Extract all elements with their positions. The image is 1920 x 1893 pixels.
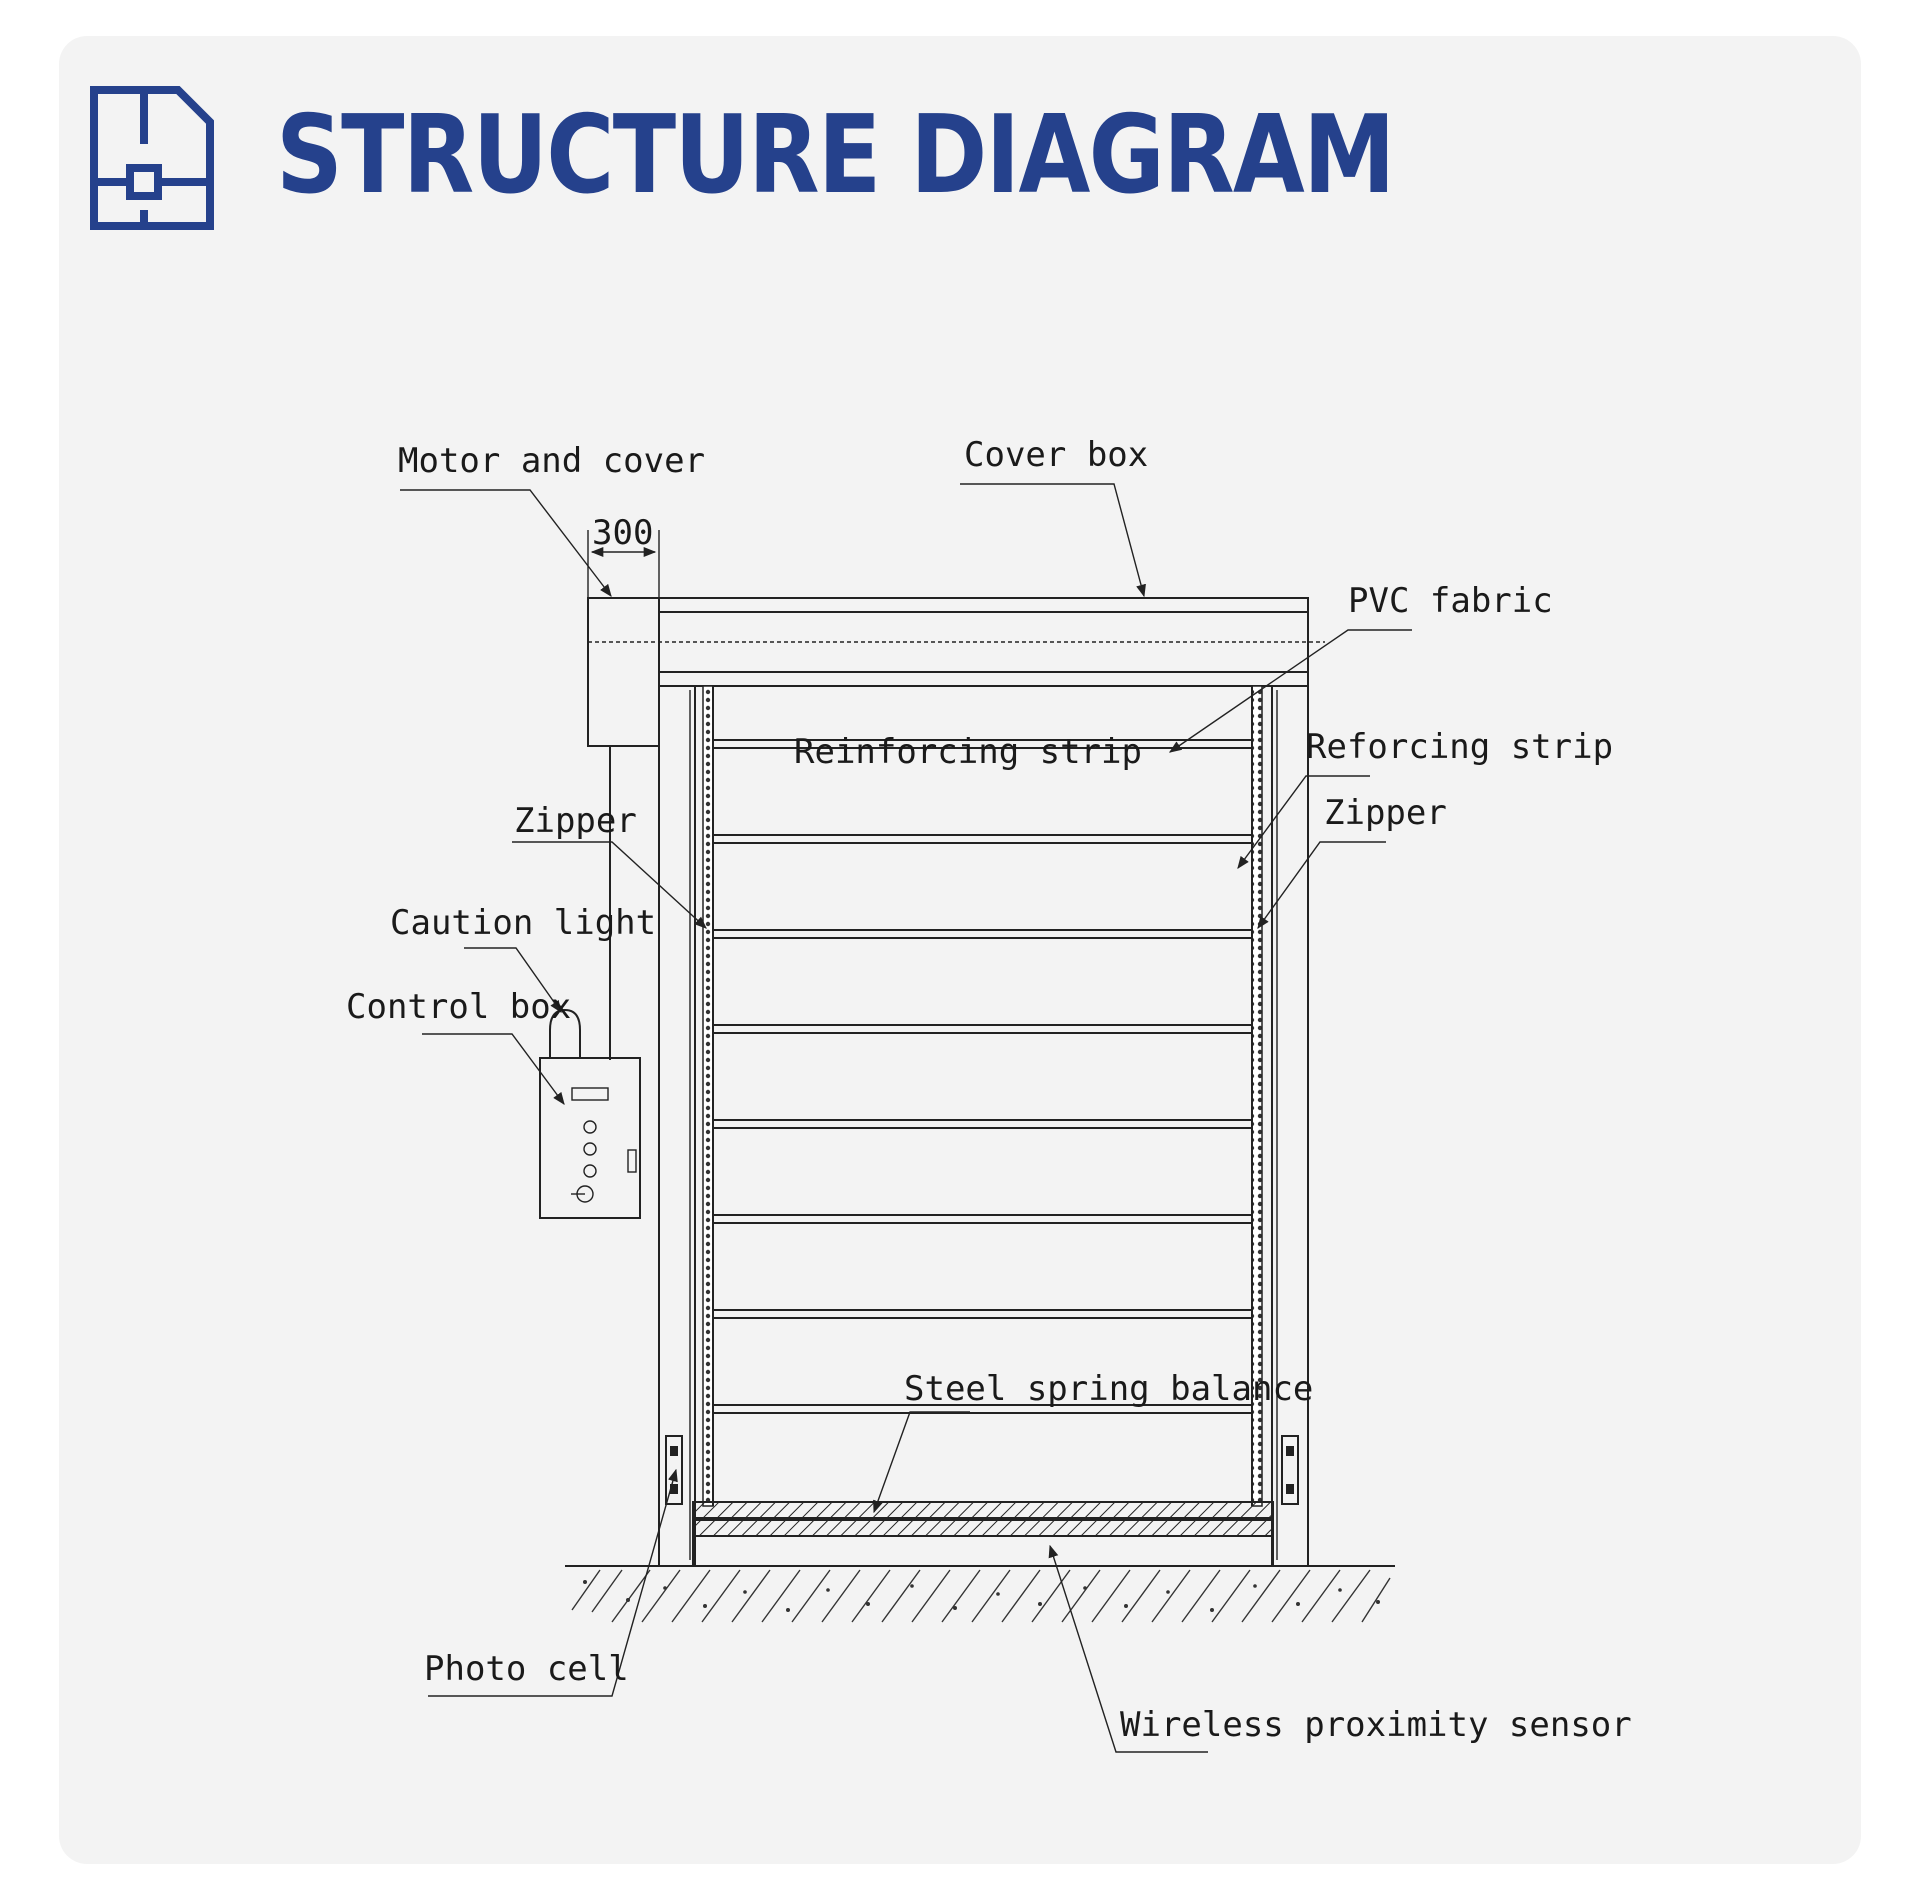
- label-photo-cell: Photo cell: [424, 1649, 629, 1689]
- floor-plan-icon: [90, 86, 214, 230]
- bottom-bar: [692, 1501, 1274, 1566]
- left-guide-rail: [658, 685, 696, 1567]
- reinforcing-strips: [712, 739, 1253, 1414]
- label-caution-light: Caution light: [390, 903, 656, 943]
- label-motor-and-cover: Motor and cover: [398, 441, 705, 481]
- label-reinforcing-strip: Reinforcing strip: [794, 732, 1142, 772]
- caution-light: [549, 1008, 581, 1059]
- content-card: [59, 36, 1861, 1864]
- label-control-box: Control box: [346, 987, 571, 1027]
- control-box: [539, 1057, 641, 1219]
- label-cover-box: Cover box: [964, 435, 1148, 475]
- cover-box: [588, 597, 1325, 687]
- right-guide-rail: [1271, 685, 1309, 1567]
- page-title: STRUCTURE DIAGRAM: [276, 93, 1396, 218]
- label-wireless-proximity-sensor: Wireless proximity sensor: [1120, 1705, 1632, 1745]
- left-zipper-strip: [702, 685, 714, 1507]
- label-pvc-fabric: PVC fabric: [1348, 581, 1553, 621]
- label-dimension-300: 300: [592, 513, 653, 553]
- label-steel-spring-balance: Steel spring balance: [904, 1369, 1313, 1409]
- ground-floor: [565, 1565, 1395, 1623]
- motor-housing: [587, 597, 660, 1060]
- photo-cell-left: [665, 1435, 683, 1505]
- label-zipper-right: Zipper: [1324, 793, 1447, 833]
- label-reforcing-strip: Reforcing strip: [1306, 727, 1613, 767]
- photo-cell-right: [1281, 1435, 1299, 1505]
- pvc-curtain: [712, 686, 1253, 1506]
- label-zipper-left: Zipper: [514, 801, 637, 841]
- dimension-marker: [587, 530, 660, 598]
- leader-lines: [400, 483, 1412, 1753]
